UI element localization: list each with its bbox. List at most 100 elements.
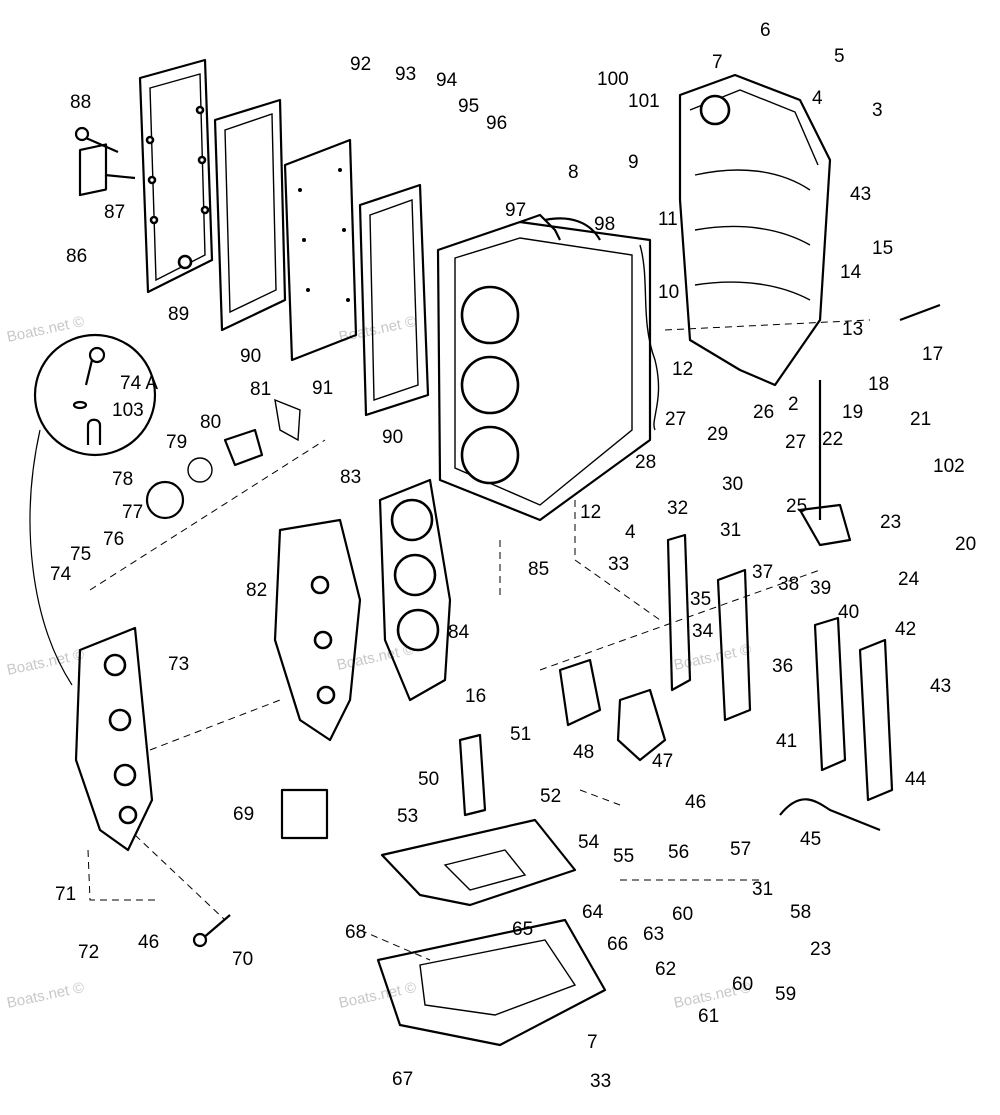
callout-55: 55: [613, 846, 634, 867]
callout-15: 15: [872, 238, 893, 259]
callout-13: 13: [842, 319, 863, 340]
callout-44: 44: [905, 769, 927, 790]
callout-9: 9: [628, 152, 639, 173]
callout-23: 23: [880, 512, 901, 533]
callout-93: 93: [395, 64, 416, 85]
callout-41: 41: [776, 731, 797, 752]
callout-66: 66: [607, 934, 628, 955]
cover-screw-87: [104, 173, 136, 180]
callout-31: 31: [752, 879, 773, 900]
callout-40: 40: [838, 602, 859, 623]
callout-70: 70: [232, 949, 253, 970]
callout-14: 14: [840, 262, 862, 283]
callout-67: 67: [392, 1069, 413, 1090]
watermark: Boats.net ©: [335, 641, 415, 674]
callout-21: 21: [910, 409, 931, 430]
callout-29: 29: [707, 424, 728, 445]
callout-56: 56: [668, 842, 689, 863]
callout-54: 54: [578, 832, 600, 853]
callout-72: 72: [78, 942, 99, 963]
callout-68: 68: [345, 922, 366, 943]
callout-24: 24: [898, 569, 920, 590]
callout-19: 19: [842, 402, 863, 423]
watermark: Boats.net ©: [5, 979, 85, 1012]
watermark: Boats.net ©: [5, 646, 85, 679]
plate-42: [858, 638, 894, 802]
watermark: Boats.net ©: [337, 313, 417, 346]
exhaust-gasket-outer: [213, 98, 287, 332]
callout-3: 3: [872, 100, 883, 121]
callout-100: 100: [597, 69, 629, 90]
callout-48: 48: [573, 742, 594, 763]
exhaust-housing-plate-67: [376, 918, 607, 1047]
callout-52: 52: [540, 786, 561, 807]
callout-82: 82: [246, 580, 267, 601]
callout-23: 23: [810, 939, 831, 960]
callout-51: 51: [510, 724, 531, 745]
callout-47: 47: [652, 751, 673, 772]
callout-64: 64: [582, 902, 604, 923]
callout-27: 27: [665, 409, 686, 430]
callout-80: 80: [200, 412, 221, 433]
callout-11: 11: [658, 209, 678, 230]
kit-box-69: [280, 788, 329, 840]
callout-53: 53: [397, 806, 418, 827]
callout-38: 38: [778, 574, 799, 595]
exhaust-gasket-inner: [358, 183, 430, 417]
callout-34: 34: [692, 621, 714, 642]
callout-32: 32: [667, 498, 688, 519]
callout-10: 10: [658, 282, 679, 303]
callout-4: 4: [812, 88, 823, 109]
callout-65: 65: [512, 919, 533, 940]
callout-60: 60: [732, 974, 753, 995]
water-jacket-cover: [273, 518, 362, 742]
callout-96: 96: [486, 113, 507, 134]
gasket-48: [558, 658, 602, 727]
callout-83: 83: [340, 467, 361, 488]
callout-86: 86: [66, 246, 87, 267]
intake-plate-36: [716, 568, 752, 722]
crankcase: [678, 73, 832, 387]
callout-97: 97: [505, 200, 526, 221]
bracket-50: [458, 733, 487, 817]
thermostat-cover: [145, 398, 301, 520]
callout-91: 91: [312, 378, 333, 399]
throttle-shaft-19: [798, 303, 941, 547]
callout-4: 4: [625, 522, 636, 543]
callout-79: 79: [166, 432, 187, 453]
callout-8: 8: [568, 162, 579, 183]
callout-37: 37: [752, 562, 773, 583]
callout-58: 58: [790, 902, 811, 923]
callout-45: 45: [800, 829, 821, 850]
callout-46: 46: [138, 932, 159, 953]
callout-102: 102: [933, 456, 965, 477]
adapter-gasket-53: [380, 818, 577, 907]
callout-12: 12: [672, 359, 693, 380]
callout-77: 77: [122, 502, 143, 523]
callout-71: 71: [55, 884, 76, 905]
callout-16: 16: [465, 686, 486, 707]
callout-74a: 74 A: [120, 373, 158, 394]
callout-94: 94: [436, 70, 458, 91]
callout-90: 90: [240, 346, 261, 367]
adapter-47: [616, 688, 667, 762]
callout-73: 73: [168, 654, 189, 675]
callout-84: 84: [448, 622, 470, 643]
callout-30: 30: [722, 474, 743, 495]
callout-60: 60: [672, 904, 693, 925]
callout-17: 17: [922, 344, 943, 365]
callout-36: 36: [772, 656, 793, 677]
callout-81: 81: [250, 379, 271, 400]
callout-75: 75: [70, 544, 91, 565]
bypass-cover: [74, 626, 154, 852]
callout-43: 43: [930, 676, 951, 697]
watermark: Boats.net ©: [337, 979, 417, 1012]
callout-2: 2: [788, 394, 799, 415]
callout-20: 20: [955, 534, 976, 555]
hose-45: [779, 798, 881, 832]
inset-detail: [29, 333, 157, 686]
callout-89: 89: [168, 304, 189, 325]
callout-76: 76: [103, 529, 124, 550]
